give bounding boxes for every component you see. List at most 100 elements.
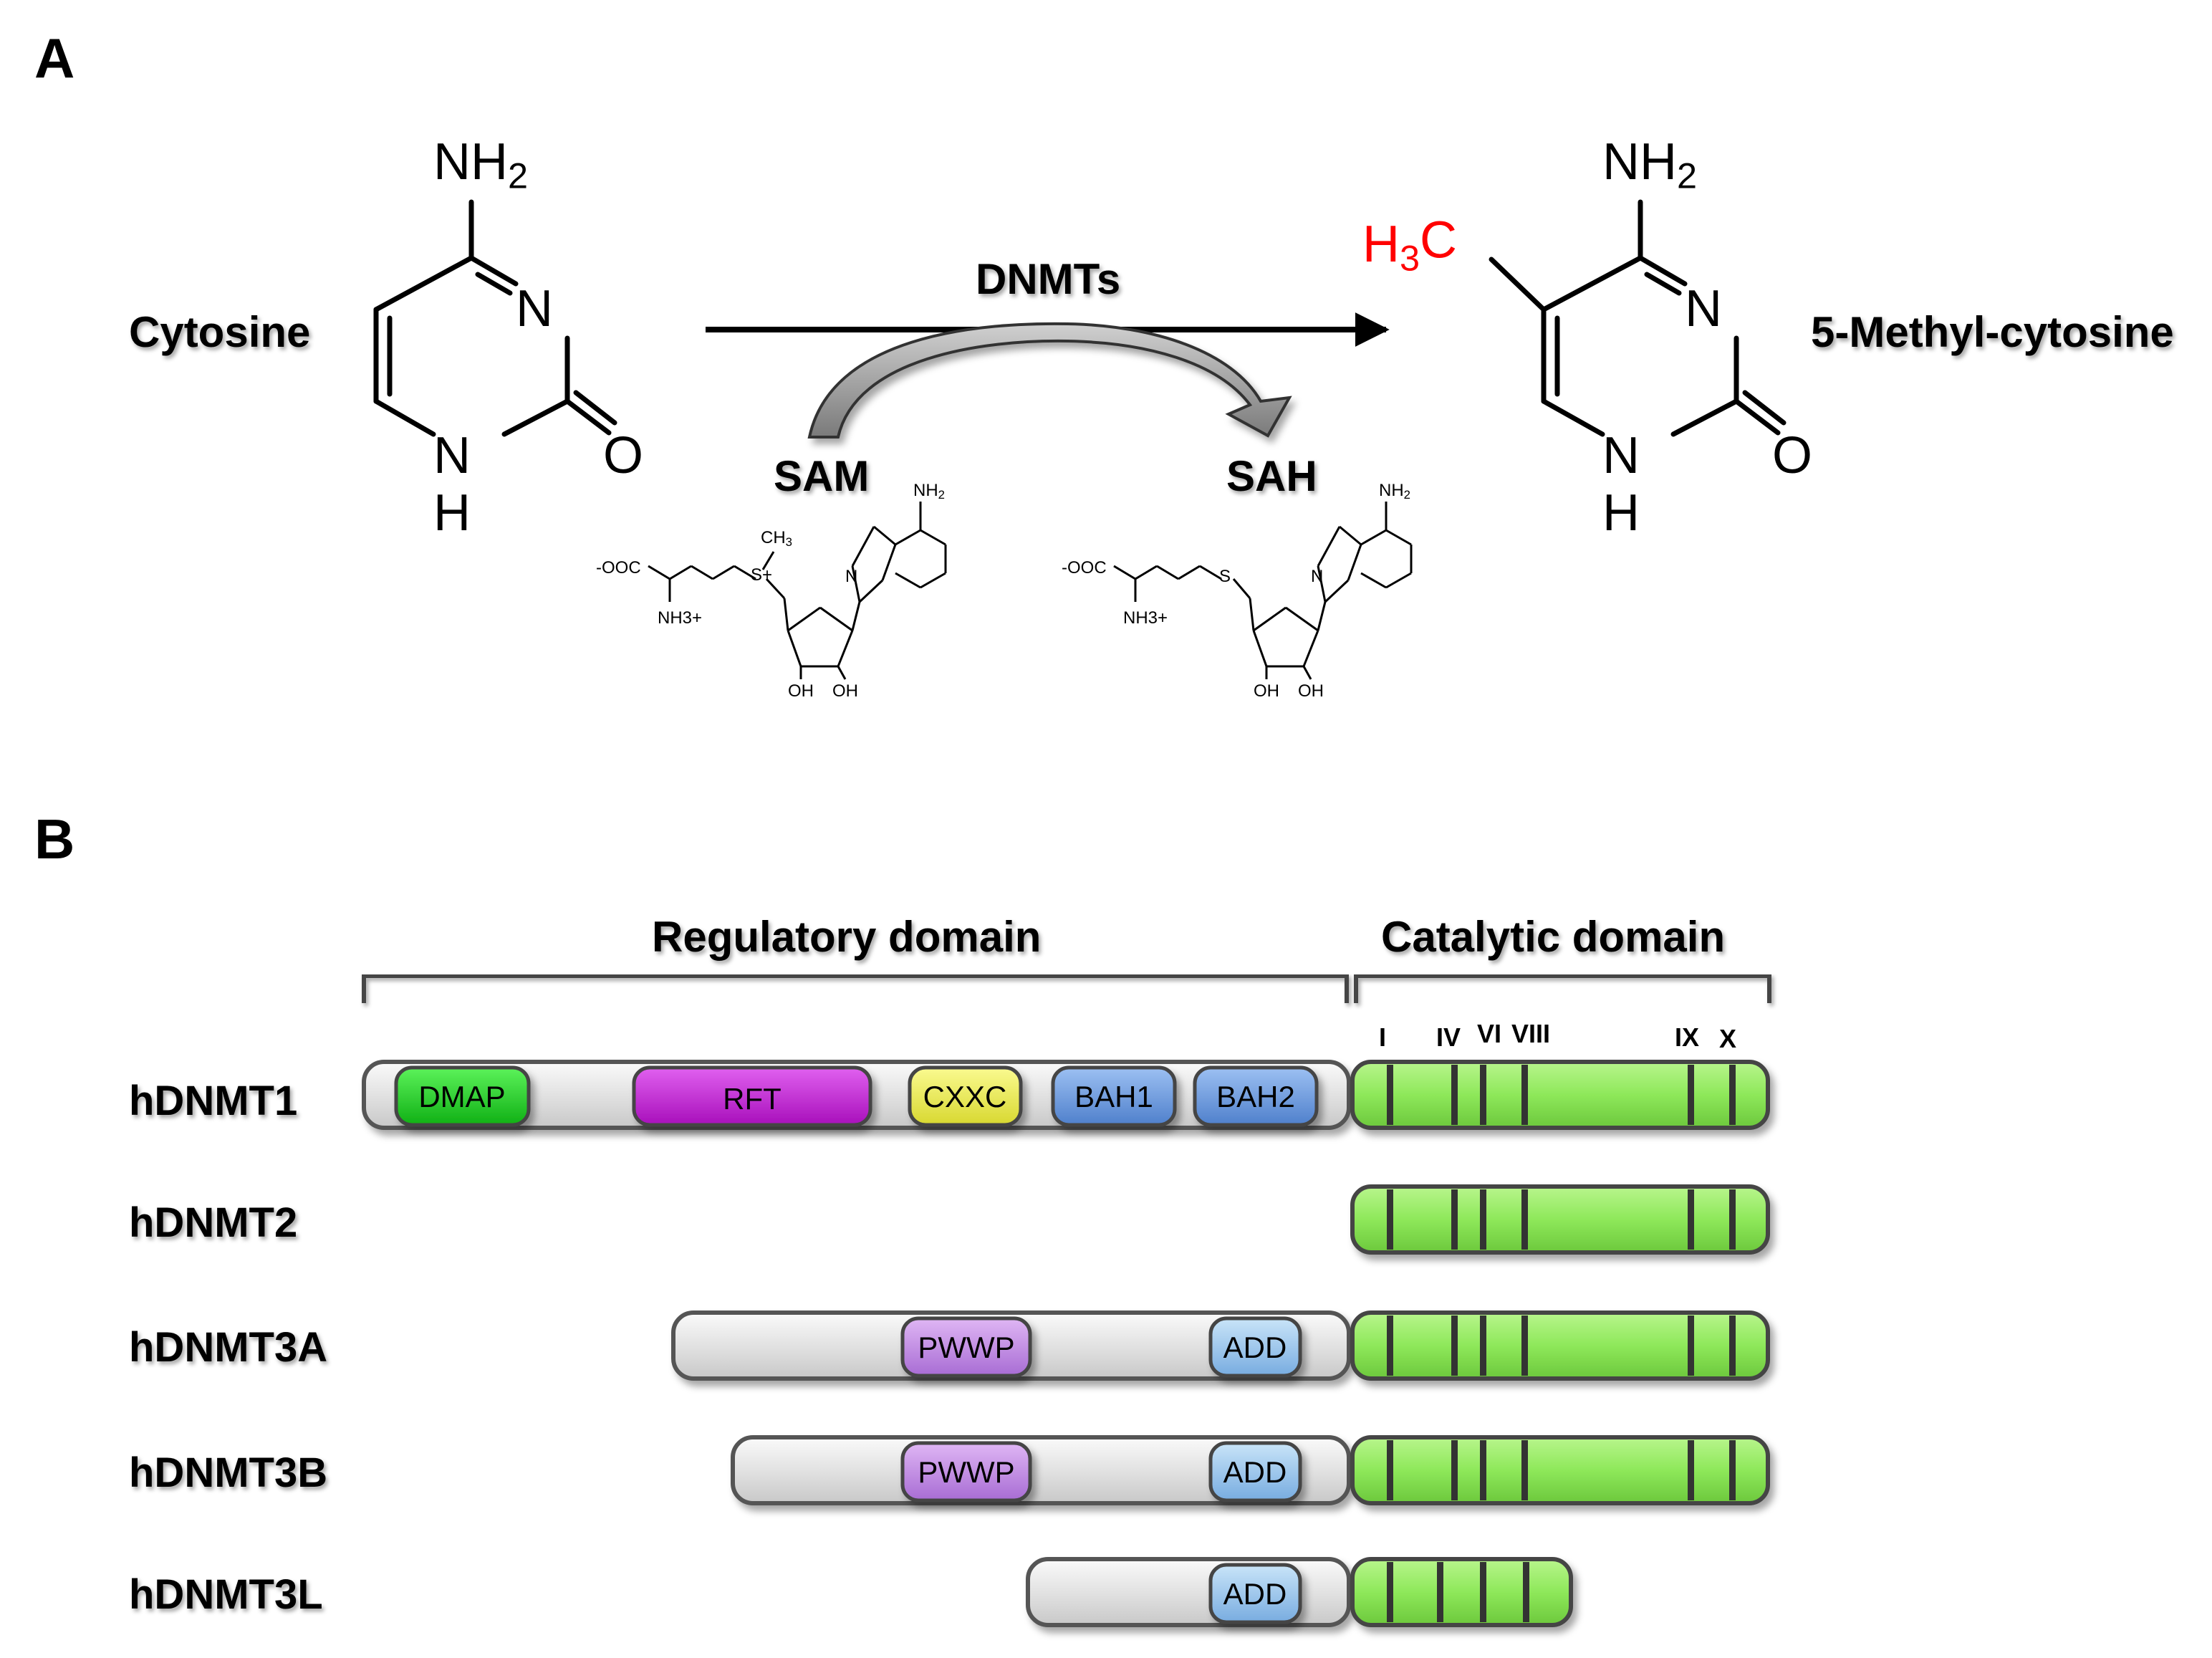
motif-stripe-hDNMT3A-5 [1729, 1316, 1736, 1376]
sah-oh2: OH [1298, 681, 1324, 701]
motif-VI: VI [1477, 1019, 1501, 1048]
protein-hDNMT3L: hDNMT3L [129, 1571, 323, 1618]
motif-stripe-hDNMT3A-0 [1387, 1316, 1393, 1376]
sah-oh1: OH [1254, 681, 1279, 701]
bar-hDNMT2-catalytic [1350, 1184, 1770, 1255]
catalytic-domain-label: Catalytic domain [1381, 913, 1725, 961]
bar-hDNMT1-catalytic [1350, 1060, 1770, 1130]
cofactor-arrow [807, 322, 1292, 439]
domain-ADD-3L-box [1208, 1563, 1302, 1624]
domain-boxes [394, 1065, 1319, 1624]
motif-stripe-hDNMT2-3 [1521, 1189, 1528, 1250]
motif-stripe-hDNMT1-1 [1451, 1065, 1458, 1125]
byproduct-label: SAH [1226, 452, 1317, 500]
regulatory-bars [362, 1060, 1351, 1627]
protein-hDNMT3B: hDNMT3B [129, 1449, 327, 1496]
motif-stripe-hDNMT3L-1 [1437, 1562, 1443, 1622]
catalytic-bars [1350, 1060, 1770, 1627]
domain-ADD-3L: ADD [1223, 1577, 1287, 1611]
protein-hDNMT3A: hDNMT3A [129, 1324, 327, 1371]
domain-ADD-3A-box [1208, 1316, 1302, 1378]
domain-BAH1-box [1051, 1065, 1177, 1127]
motif-stripe-hDNMT1-0 [1387, 1065, 1393, 1125]
donor-label: SAM [774, 452, 869, 500]
protein-names: hDNMT1 hDNMT2 hDNMT3A hDNMT3B hDNMT3L [129, 1078, 327, 1618]
atom-n: N [516, 280, 553, 337]
motif-stripes [1387, 1065, 1736, 1622]
motif-stripe-hDNMT3A-2 [1480, 1316, 1486, 1376]
product-name: 5-Methyl-cytosine [1811, 308, 2174, 356]
motif-stripe-hDNMT2-5 [1729, 1189, 1736, 1250]
motif-IV: IV [1436, 1022, 1461, 1052]
sah-structure [1113, 502, 1413, 680]
motif-stripe-hDNMT1-2 [1480, 1065, 1486, 1125]
sam-oh2: OH [832, 681, 858, 701]
domain-PWWP-3A: PWWP [918, 1331, 1014, 1364]
regulatory-bracket [362, 974, 1349, 1003]
domain-DMAP: DMAP [418, 1080, 505, 1113]
sah-s: S [1219, 567, 1231, 586]
domain-PWWP-3B-box [900, 1441, 1032, 1503]
domain-CXXC: CXXC [923, 1080, 1007, 1113]
sam-nh3: NH3+ [658, 608, 702, 628]
motif-X: X [1719, 1024, 1736, 1053]
motif-stripe-hDNMT3L-3 [1523, 1562, 1529, 1622]
motif-stripe-hDNMT1-5 [1729, 1065, 1736, 1125]
cytosine-atoms: NH2 N N H O [433, 133, 643, 542]
motif-stripe-hDNMT3B-5 [1729, 1440, 1736, 1500]
motif-stripe-hDNMT1-4 [1688, 1065, 1694, 1125]
domain-CXXC-box [908, 1065, 1023, 1127]
motif-VIII: VIII [1511, 1019, 1550, 1048]
domain-RFT: RFT [723, 1082, 782, 1116]
sam-atoms: -OOC NH3+ S+ CH3 OH OH NH2 N [596, 481, 945, 701]
reactant-name: Cytosine [129, 308, 310, 356]
motif-stripe-hDNMT2-2 [1480, 1189, 1486, 1250]
mc-atom-nh-n: N [1602, 427, 1640, 484]
domain-PWWP-3B: PWWP [918, 1455, 1014, 1489]
protein-hDNMT1: hDNMT1 [129, 1078, 297, 1124]
domain-ADD-3B: ADD [1223, 1455, 1287, 1489]
motif-stripe-hDNMT1-3 [1521, 1065, 1528, 1125]
motif-stripe-hDNMT3L-0 [1387, 1562, 1393, 1622]
motif-stripe-hDNMT3A-4 [1688, 1316, 1694, 1376]
domain-DMAP-box [394, 1065, 531, 1127]
motif-stripe-hDNMT3B-4 [1688, 1440, 1694, 1500]
sah-n: N [1311, 567, 1323, 586]
motif-stripe-hDNMT3L-2 [1480, 1562, 1486, 1622]
mc-atom-nh2: NH2 [1602, 133, 1697, 196]
domain-PWWP-3A-box [900, 1316, 1032, 1378]
motif-stripe-hDNMT2-4 [1688, 1189, 1694, 1250]
domain-RFT-box [632, 1065, 872, 1127]
panel-b-label: B [34, 808, 74, 871]
motif-stripe-hDNMT3B-1 [1451, 1440, 1458, 1500]
atom-nh2: NH2 [433, 133, 528, 196]
regulatory-domain-label: Regulatory domain [652, 913, 1041, 961]
sah-ooc: -OOC [1062, 558, 1107, 578]
bar-hDNMT3L-catalytic [1350, 1557, 1573, 1627]
panel-a-label: A [34, 27, 74, 90]
domain-BAH2-box [1193, 1065, 1319, 1127]
mc-atom-n: N [1685, 280, 1722, 337]
bar-hDNMT3B-catalytic [1350, 1435, 1770, 1505]
methylcytosine-structure [1489, 199, 1787, 437]
sah-atoms: -OOC NH3+ S OH OH NH2 N [1062, 481, 1410, 701]
domain-ADD-3B-box [1208, 1441, 1302, 1503]
catalytic-bracket [1354, 974, 1771, 1003]
bar-hDNMT3B-regulatory [731, 1435, 1351, 1505]
protein-hDNMT2: hDNMT2 [129, 1199, 297, 1246]
motif-stripe-hDNMT3A-1 [1451, 1316, 1458, 1376]
motif-IX: IX [1675, 1022, 1699, 1052]
motif-stripe-hDNMT3A-3 [1521, 1316, 1528, 1376]
motif-I: I [1379, 1022, 1386, 1052]
motif-stripe-hDNMT2-0 [1387, 1189, 1393, 1250]
methylcytosine-atoms: NH2 N N H O H3C [1362, 133, 1812, 542]
sam-oh1: OH [788, 681, 814, 701]
enzyme-label: DNMTs [976, 255, 1120, 303]
sam-nh2: NH2 [913, 481, 945, 502]
atom-nh-n: N [433, 427, 471, 484]
motif-stripe-hDNMT3B-0 [1387, 1440, 1393, 1500]
sam-structure [648, 502, 947, 680]
sah-nh3: NH3+ [1123, 608, 1168, 628]
methyl-group: H3C [1362, 212, 1457, 279]
